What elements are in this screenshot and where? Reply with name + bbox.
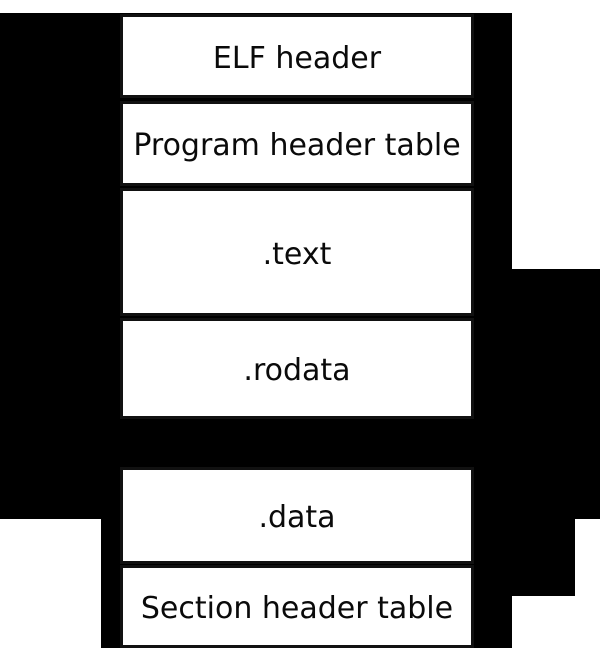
box-data-section: .data <box>120 467 474 564</box>
box-program-header-table-label: Program header table <box>133 128 461 163</box>
box-data-section-label: .data <box>258 500 336 535</box>
box-elf-header-label: ELF header <box>212 40 382 76</box>
box-rodata-section: .rodata <box>120 318 474 419</box>
box-text-section-label: .text <box>262 236 332 272</box>
box-section-header-table: Section header table <box>120 565 474 648</box>
box-rodata-section-label: .rodata <box>243 353 351 388</box>
box-program-header-table: Program header table <box>120 101 474 186</box>
box-section-header-table-label: Section header table <box>140 591 454 626</box>
box-elf-header: ELF header <box>120 14 474 98</box>
box-text-section: .text <box>120 188 474 316</box>
